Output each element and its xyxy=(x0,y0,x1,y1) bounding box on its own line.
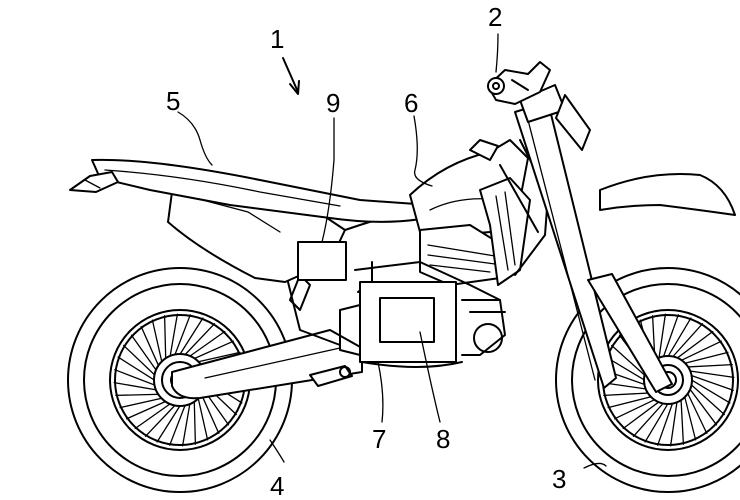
spoke xyxy=(611,344,651,381)
spoke xyxy=(660,314,679,365)
numeral-9: 9 xyxy=(326,88,340,118)
numeral-4: 4 xyxy=(270,471,284,500)
numeral-6: 6 xyxy=(404,88,418,118)
spoke xyxy=(685,382,718,426)
component-8-box xyxy=(379,297,435,343)
spoke xyxy=(680,363,733,368)
spoke xyxy=(669,394,679,447)
spoke xyxy=(607,394,659,409)
reference-numerals: 1 2 3 4 5 6 7 8 9 xyxy=(166,2,566,500)
leader-lines xyxy=(177,33,607,469)
numeral-1: 1 xyxy=(270,24,284,54)
rear-shock xyxy=(289,274,311,311)
spoke xyxy=(613,395,662,420)
spoke xyxy=(657,395,676,446)
spoke xyxy=(683,386,708,435)
numeral-8: 8 xyxy=(436,424,450,454)
numeral-2: 2 xyxy=(488,2,502,32)
spoke xyxy=(605,356,651,385)
spoke xyxy=(632,397,669,437)
rear-mudguard xyxy=(69,171,119,193)
spoke xyxy=(601,381,654,391)
handlebar-control xyxy=(487,61,551,105)
spoke xyxy=(622,397,666,430)
spoke xyxy=(680,392,685,445)
spoke xyxy=(685,379,725,416)
spoke xyxy=(644,397,673,443)
numeral-3: 3 xyxy=(552,464,566,494)
spoke xyxy=(663,317,692,363)
component-9-box xyxy=(297,241,347,281)
spoke xyxy=(682,369,735,379)
spoke xyxy=(677,351,729,366)
spoke xyxy=(603,392,656,397)
numeral-5: 5 xyxy=(166,86,180,116)
spoke xyxy=(670,330,714,363)
numeral-7: 7 xyxy=(372,424,386,454)
footpeg xyxy=(309,365,353,387)
front-fender xyxy=(599,173,736,216)
spoke xyxy=(657,313,667,366)
spoke xyxy=(674,340,723,365)
spoke xyxy=(682,389,697,441)
spoke xyxy=(667,323,704,363)
spoke xyxy=(685,375,731,404)
front-fork xyxy=(514,84,673,393)
spoke xyxy=(683,372,734,391)
